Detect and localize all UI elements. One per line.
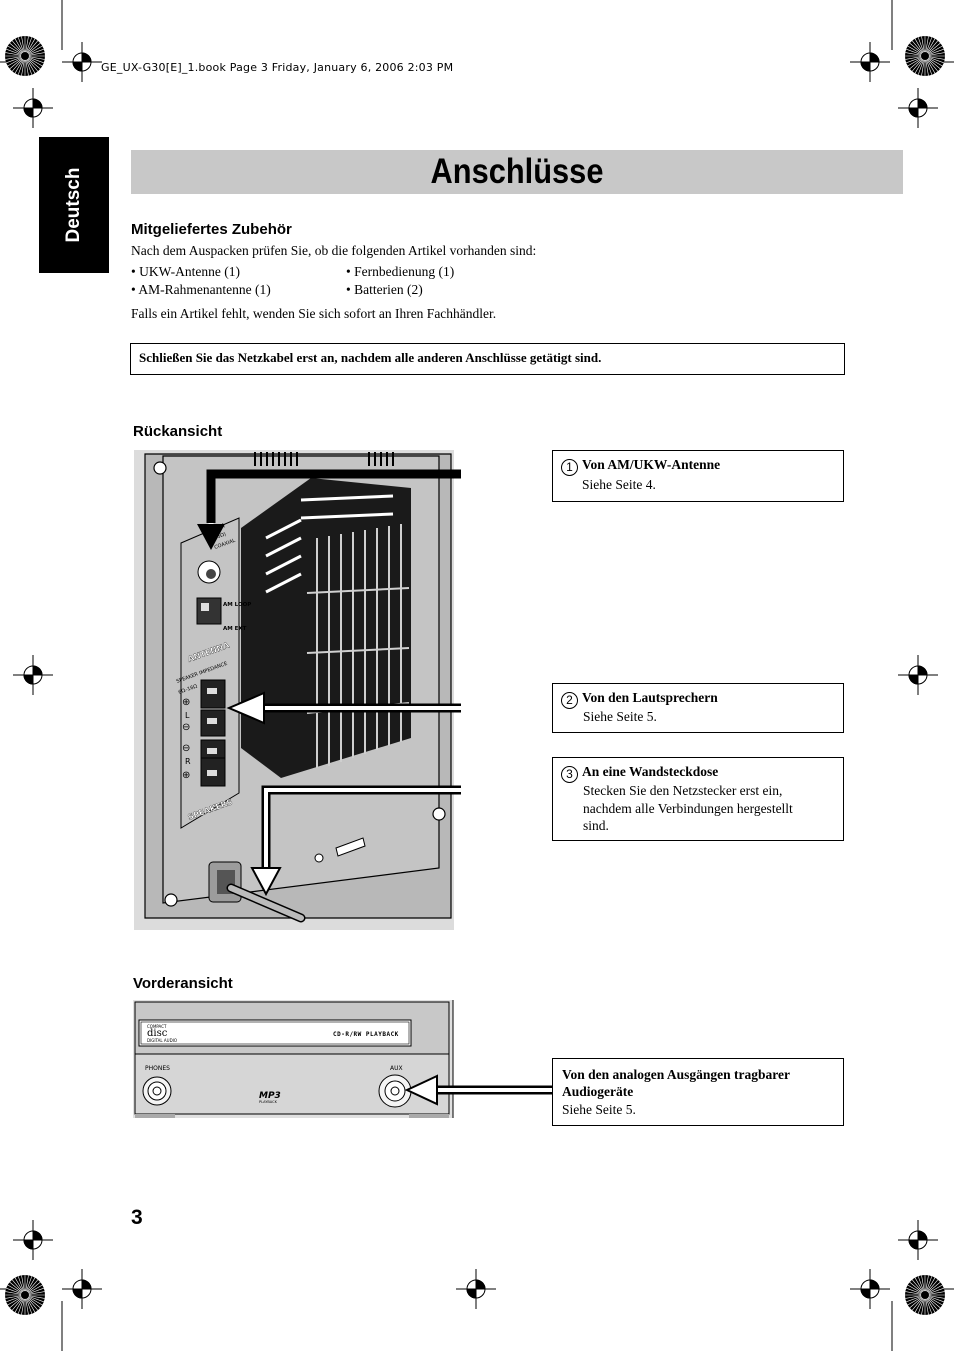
accessory-item: • AM-Rahmenantenne (1)	[131, 282, 271, 297]
language-tab: Deutsch	[39, 137, 109, 273]
title-bar: Anschlüsse	[131, 150, 903, 194]
display-label: CD-R/RW PLAYBACK	[333, 1031, 399, 1038]
registration-target	[62, 42, 102, 82]
svg-text:⊖: ⊖	[182, 743, 190, 754]
callout-wall-outlet: 3 An eine Wandsteckdose Stecken Sie den N…	[552, 757, 844, 841]
accessory-item: • UKW-Antenne (1)	[131, 264, 240, 279]
registration-wheel	[905, 1275, 945, 1315]
callout-title: Von den analogen Ausgängen tragbarer	[562, 1067, 791, 1082]
phones-label: PHONES	[145, 1065, 170, 1072]
callout-line: Siehe Seite 5.	[562, 1102, 636, 1117]
svg-text:⊕: ⊕	[182, 697, 190, 708]
registration-wheel	[5, 1275, 45, 1315]
right-channel-label: R	[185, 757, 191, 766]
front-panel-illustration: COMPACT disc DIGITAL AUDIO CD-R/RW PLAYB…	[133, 1000, 552, 1118]
callout-line: nachdem alle Verbindungen hergestellt	[583, 801, 793, 816]
callout-title: Von AM/UKW-Antenne	[582, 457, 721, 472]
left-channel-label: L	[185, 711, 190, 720]
rear-view-heading: Rückansicht	[133, 423, 223, 440]
registration-target	[13, 88, 53, 128]
accessories-footer: Falls ein Artikel fehlt, wenden Sie sich…	[131, 306, 497, 321]
registration-target	[13, 655, 53, 695]
registration-wheel	[905, 36, 945, 76]
accessories-heading: Mitgeliefertes Zubehör	[131, 221, 292, 238]
callout-title: Audiogeräte	[562, 1084, 634, 1099]
mp3-label: MP3	[259, 1091, 281, 1101]
am-ext-label: AM EXT	[223, 626, 247, 632]
callout-antenna: 1 Von AM/UKW-Antenne Siehe Seite 4.	[552, 450, 844, 502]
registration-target	[62, 1269, 102, 1309]
notice-box: Schließen Sie das Netzkabel erst an, nac…	[130, 343, 845, 375]
registration-target	[13, 1220, 53, 1260]
disc-logo-top: COMPACT	[147, 1024, 167, 1029]
callout-speakers: 2 Von den Lautsprechern Siehe Seite 5.	[552, 683, 844, 733]
rear-panel-illustration: FM (75Ω) COAXIAL AM LOOP AM EXT ANTENNA …	[134, 450, 461, 930]
language-tab-label: Deutsch	[63, 167, 84, 243]
page-number: 3	[131, 1206, 143, 1229]
callout-line: sind.	[583, 818, 609, 833]
callout-number: 3	[561, 766, 578, 783]
print-info-header: GE_UX-G30[E]_1.book Page 3 Friday, Janua…	[101, 61, 454, 74]
callout-number: 1	[561, 459, 578, 476]
callout-title: Von den Lautsprechern	[582, 690, 718, 705]
page-title: Anschlüsse	[430, 152, 604, 191]
callout-line: Stecken Sie den Netzstecker erst ein,	[583, 783, 783, 798]
registration-target	[850, 1269, 890, 1309]
disc-logo-bottom: DIGITAL AUDIO	[147, 1038, 177, 1043]
callout-aux: Von den analogen Ausgängen tragbarer Aud…	[552, 1058, 844, 1126]
svg-text:⊕: ⊕	[182, 770, 190, 781]
disc-logo: disc	[147, 1028, 168, 1039]
callout-line: Siehe Seite 4.	[582, 477, 656, 492]
notice-text: Schließen Sie das Netzkabel erst an, nac…	[139, 350, 602, 365]
registration-target	[456, 1269, 496, 1309]
accessory-item: • Fernbedienung (1)	[346, 264, 455, 279]
callout-line: Siehe Seite 5.	[583, 709, 657, 724]
callout-number: 2	[561, 692, 578, 709]
aux-label: AUX	[390, 1065, 403, 1072]
svg-text:⊖: ⊖	[182, 722, 190, 733]
registration-target	[898, 1220, 938, 1260]
registration-target	[850, 42, 890, 82]
front-view-heading: Vorderansicht	[133, 975, 233, 992]
fm-sub-label: (75Ω)	[212, 531, 227, 541]
registration-wheel	[5, 36, 45, 76]
registration-target	[898, 655, 938, 695]
registration-target	[898, 88, 938, 128]
callout-title: An eine Wandsteckdose	[582, 764, 719, 779]
accessories-intro: Nach dem Auspacken prüfen Sie, ob die fo…	[131, 243, 537, 258]
am-loop-label: AM LOOP	[223, 602, 251, 608]
mp3-sub-label: PLAYBACK	[259, 1100, 278, 1104]
accessory-item: • Batterien (2)	[346, 282, 423, 297]
